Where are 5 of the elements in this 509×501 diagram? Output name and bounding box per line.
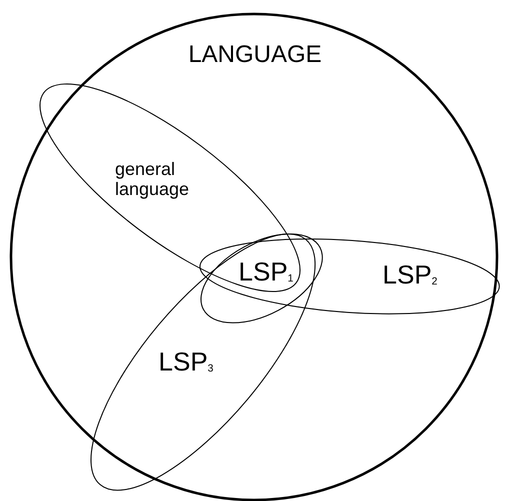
region-label: LANGUAGE xyxy=(188,42,322,68)
region-label: LSP$_{2}$ xyxy=(382,260,438,290)
region-label: LSP$_{1}$ xyxy=(238,258,294,286)
region-label: general language xyxy=(114,160,190,200)
region-label: LSP$_{3}$ xyxy=(158,348,214,376)
